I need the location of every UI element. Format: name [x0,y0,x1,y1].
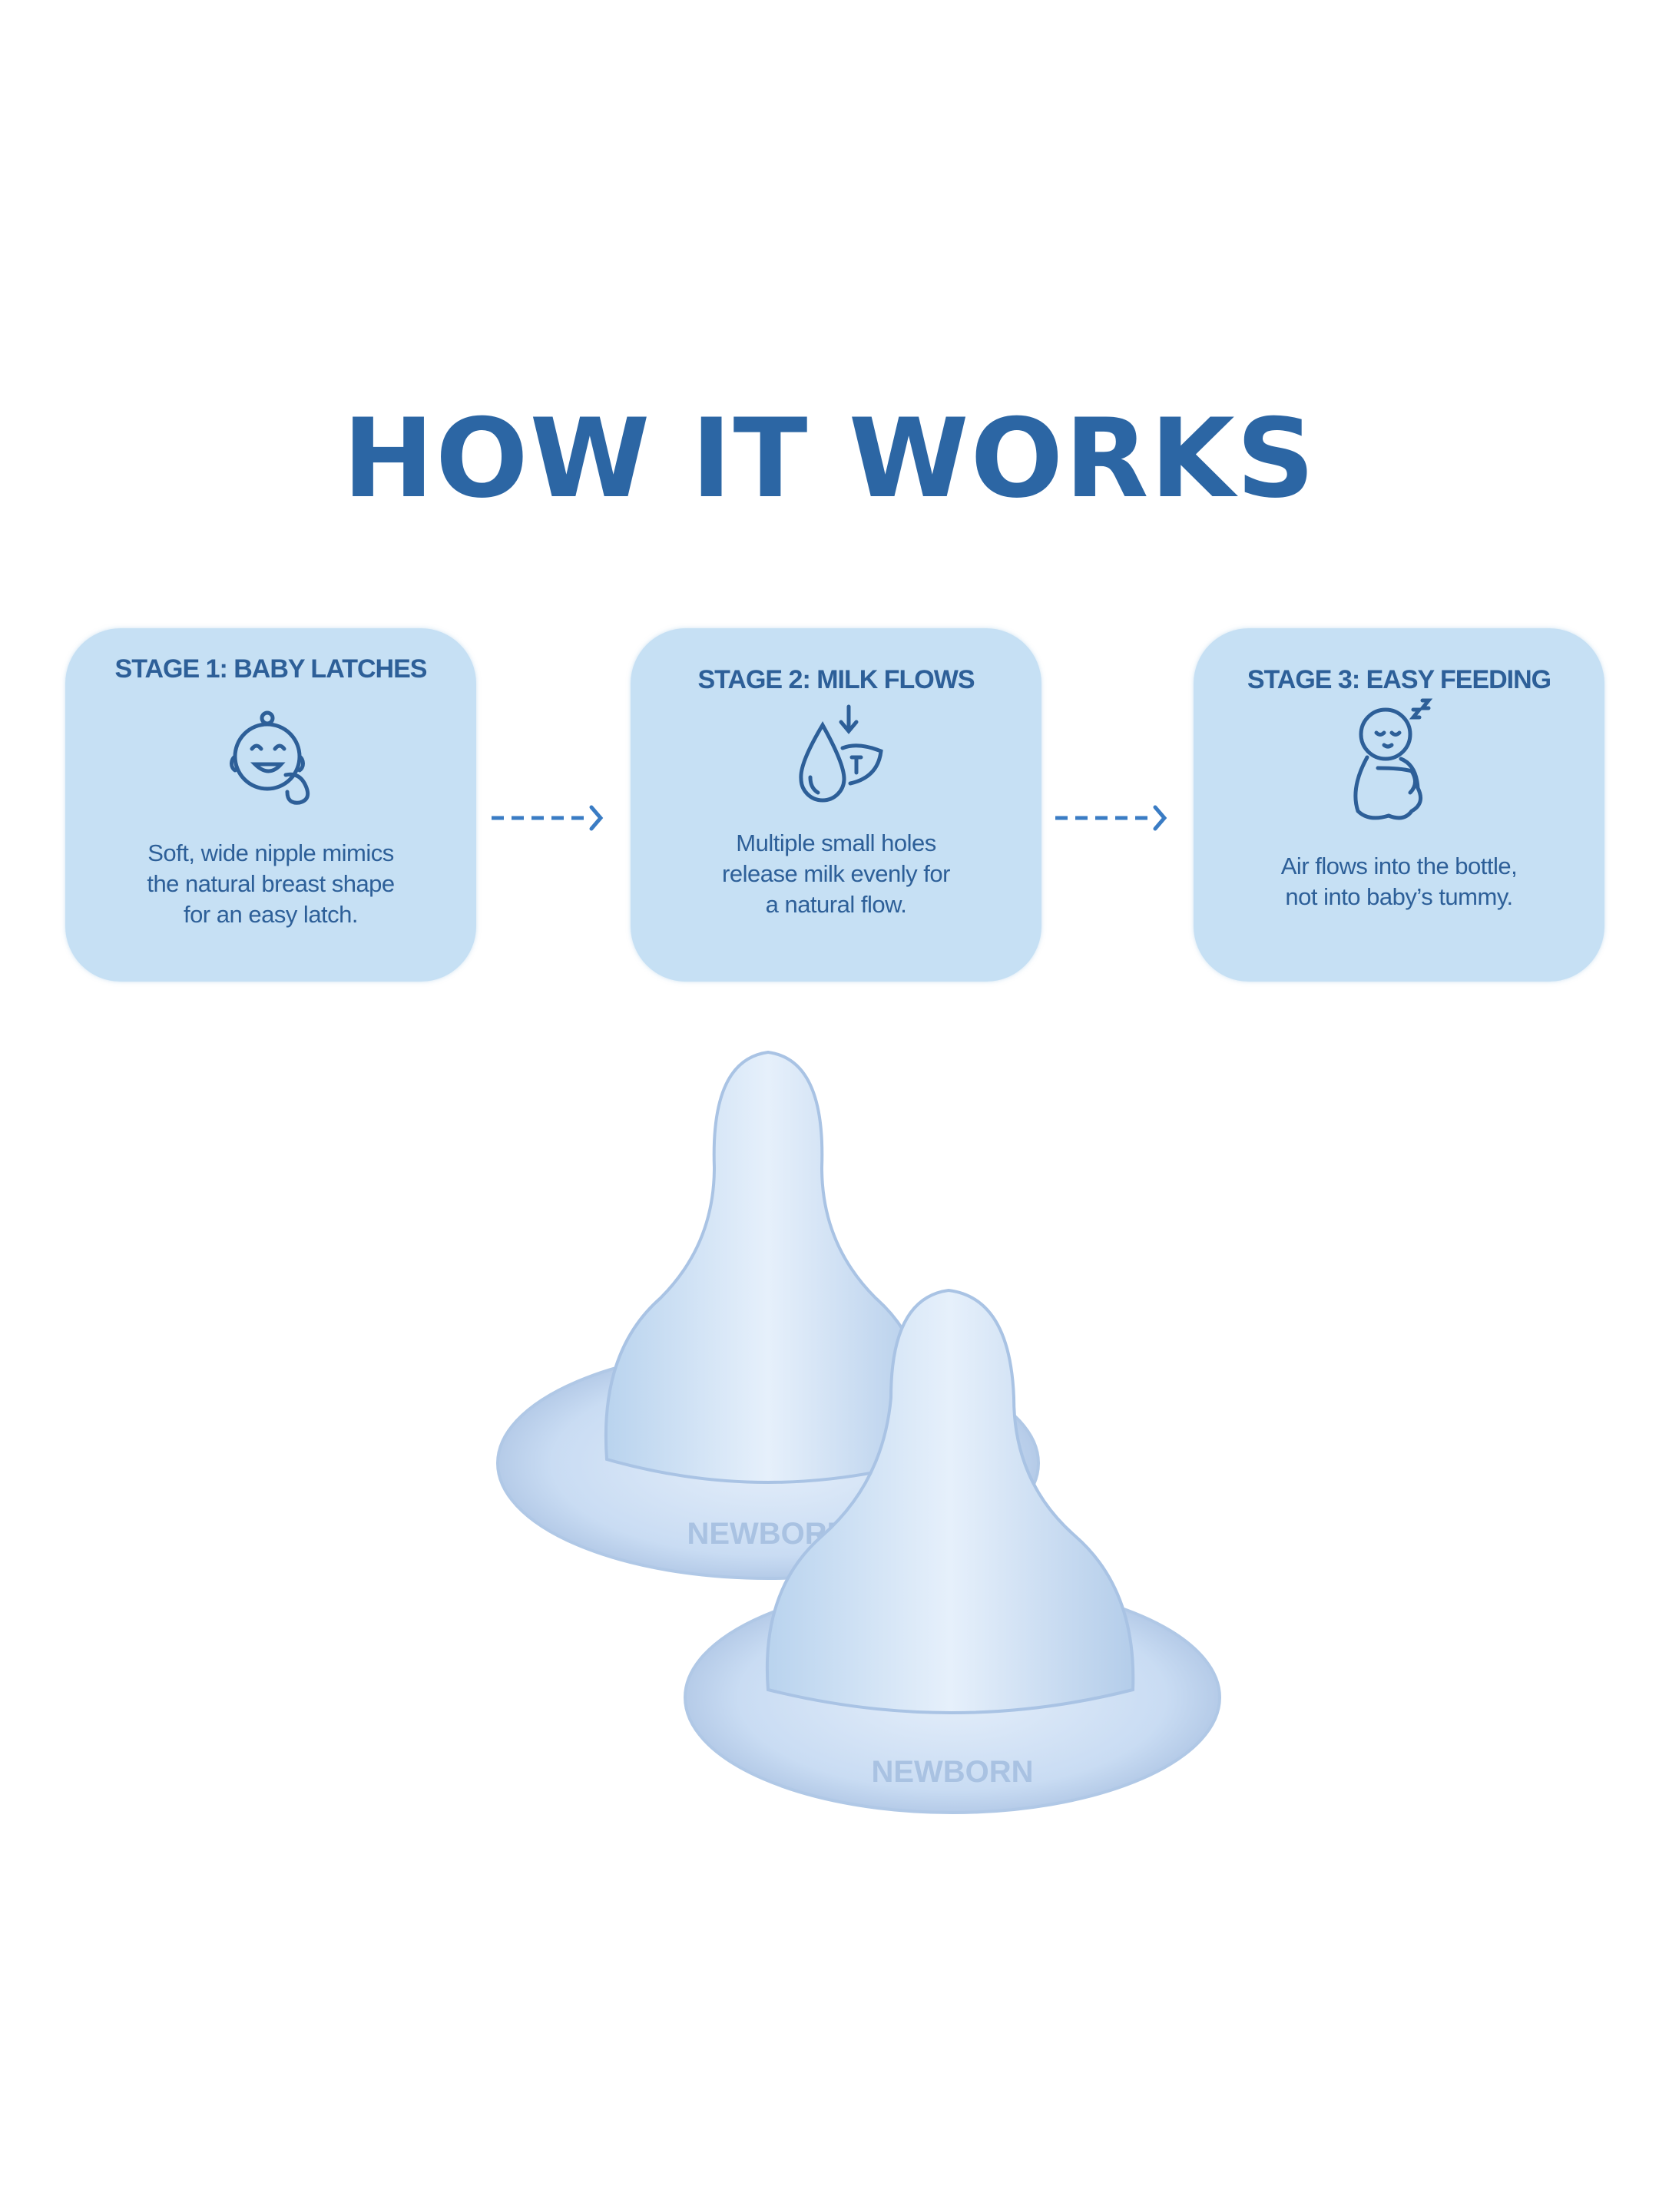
body-line: not into baby’s tummy. [1285,883,1513,910]
arrow-right-icon [492,805,604,831]
stage-body: Multiple small holes release milk evenly … [646,828,1026,920]
stage-heading: STAGE 3: EASY FEEDING [1247,665,1551,694]
stage-body: Air flows into the bottle, not into baby’… [1209,851,1589,912]
stage-3-card: STAGE 3: EASY FEEDING Air flows into the… [1194,628,1604,982]
stage-1-card: STAGE 1: BABY LATCHES Soft, wide nipple … [65,628,476,982]
arrow-right-icon [1055,805,1167,831]
body-line: Soft, wide nipple mimics [147,839,394,866]
page-title: HOW IT WORKS [343,396,1316,522]
body-line: the natural breast shape [147,870,395,897]
stage-body: Soft, wide nipple mimics the natural brea… [81,838,461,930]
stage-heading: STAGE 1: BABY LATCHES [114,654,428,684]
body-line: Multiple small holes [736,830,936,856]
body-line: release milk evenly for [722,860,950,887]
nipple-front: NEWBORN [684,1288,1221,1814]
milk-drop-icon [799,704,883,803]
sleeping-baby-icon [1353,698,1433,820]
stage-2-card: STAGE 2: MILK FLOWS Multiple small holes… [631,628,1041,982]
embossed-text: NEWBORN [871,1755,1033,1789]
stage-heading: STAGE 2: MILK FLOWS [697,665,975,694]
body-line: for an easy latch. [183,901,359,928]
body-line: Air flows into the bottle, [1280,853,1518,879]
body-line: a natural flow. [765,891,907,918]
nipple-product-image: NEWBORN NEWBORN [496,1050,1221,1814]
smiling-baby-icon [230,710,310,805]
